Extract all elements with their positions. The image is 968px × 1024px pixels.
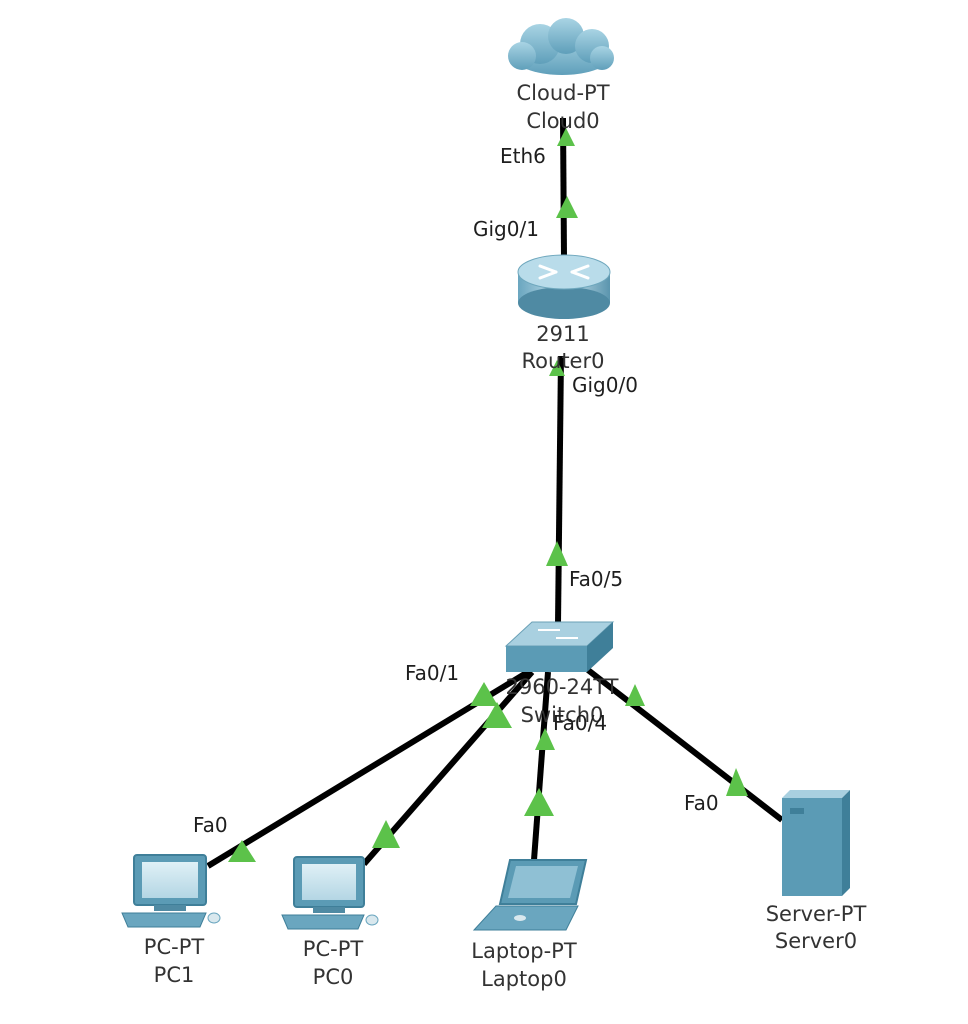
link-router-switch[interactable] xyxy=(555,355,564,625)
cloud-device[interactable]: Cloud-PT Cloud0 xyxy=(508,18,614,133)
pc-icon xyxy=(281,856,379,930)
link-up-arrow xyxy=(228,840,256,862)
router-icon xyxy=(517,254,611,319)
link-up-arrow xyxy=(524,788,554,816)
link-up-arrow xyxy=(482,702,512,728)
link-status-arrows xyxy=(228,128,748,862)
cloud-name-label: Cloud0 xyxy=(526,109,599,133)
link-up-arrow xyxy=(372,820,400,848)
server-name-label: Server0 xyxy=(775,929,857,953)
cloud-model-label: Cloud-PT xyxy=(516,81,609,105)
laptop-name-label: Laptop0 xyxy=(481,967,567,991)
pc0-device[interactable]: PC-PT PC0 xyxy=(281,856,379,989)
link-up-arrow xyxy=(470,682,498,706)
port-labels: Eth6 Gig0/1 Gig0/0 Fa0/5 Fa0/1 Fa0/4 Fa0… xyxy=(193,144,719,837)
router-model-label: 2911 xyxy=(536,322,589,346)
link-up-arrow xyxy=(726,768,748,796)
port-label-gig01: Gig0/1 xyxy=(473,217,539,241)
link-up-arrow xyxy=(549,360,565,376)
link-up-arrow xyxy=(556,196,578,218)
pc0-name-label: PC0 xyxy=(313,965,354,989)
port-label-gig00: Gig0/0 xyxy=(572,373,638,397)
link-switch-server[interactable] xyxy=(586,667,784,823)
link-up-arrow xyxy=(557,128,575,146)
switch-name-label: Switch0 xyxy=(521,703,604,727)
pc1-model-label: PC-PT xyxy=(144,935,205,959)
link-up-arrow xyxy=(535,728,555,750)
port-label-fa05: Fa0/5 xyxy=(569,567,623,591)
router-name-label: Router0 xyxy=(522,349,605,373)
laptop-device[interactable]: Laptop-PT Laptop0 xyxy=(471,859,588,991)
link-up-arrow xyxy=(546,541,568,566)
switch-model-label: 2960-24TT xyxy=(505,675,618,699)
laptop-icon xyxy=(472,859,588,931)
switch-device[interactable]: 2960-24TT Switch0 xyxy=(504,621,619,727)
switch-icon xyxy=(504,621,615,672)
server-device[interactable]: Server-PT Server0 xyxy=(766,790,867,953)
server-icon xyxy=(782,790,850,896)
pc1-device[interactable]: PC-PT PC1 xyxy=(121,854,221,987)
pc1-name-label: PC1 xyxy=(154,963,195,987)
cloud-icon xyxy=(508,18,614,75)
port-label-eth6: Eth6 xyxy=(500,144,546,168)
port-label-pc1-fa0: Fa0 xyxy=(193,813,228,837)
port-label-fa04: Fa0/4 xyxy=(553,711,607,735)
laptop-model-label: Laptop-PT xyxy=(471,939,577,963)
server-model-label: Server-PT xyxy=(766,902,867,926)
router-device[interactable]: 2911 Router0 xyxy=(517,254,611,373)
link-switch-laptop[interactable] xyxy=(531,671,551,861)
pc0-model-label: PC-PT xyxy=(303,937,364,961)
port-label-server-fa0: Fa0 xyxy=(684,791,719,815)
pc-icon xyxy=(121,854,221,928)
link-up-arrow xyxy=(625,684,645,706)
port-label-fa01: Fa0/1 xyxy=(405,661,459,685)
